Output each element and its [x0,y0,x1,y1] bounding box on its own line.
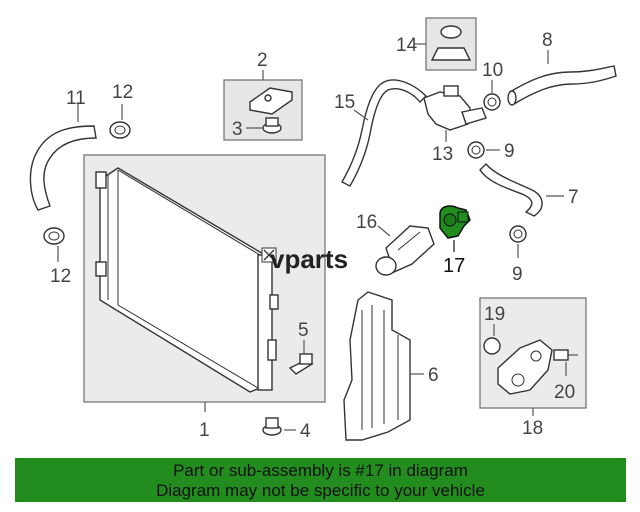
radiator-assembly[interactable] [83,154,326,403]
callout-1: 1 [199,420,210,441]
watermark-text: vparts [270,244,348,274]
callout-15: 15 [334,92,355,113]
callout-4: 4 [300,421,311,442]
callout-3: 3 [232,119,243,140]
water-outlet-housing[interactable] [423,85,487,131]
callout-13: 13 [432,144,453,165]
banner-line-2: Diagram may not be specific to your vehi… [156,481,485,500]
radiator-mount-kit[interactable] [223,79,303,141]
callout-9b: 9 [512,264,523,285]
callout-5: 5 [298,320,309,341]
hose-clamp-lower[interactable] [509,225,527,243]
air-guide-shroud[interactable] [343,291,411,441]
vparts-logo: vparts [261,244,348,274]
callout-12a: 12 [112,82,133,103]
callout-20: 20 [554,382,575,403]
cap-gasket-kit[interactable] [425,17,477,71]
bypass-hose[interactable] [341,79,427,187]
info-banner: Part or sub-assembly is #17 in diagram D… [15,458,626,502]
thermostat-housing[interactable] [375,225,435,276]
callout-14: 14 [396,35,418,56]
upper-radiator-hose[interactable] [507,65,617,106]
callout-19: 19 [484,304,505,325]
callout-17: 17 [443,255,465,277]
callout-6: 6 [428,365,439,386]
radiator-lower-mount[interactable] [262,417,282,436]
lower-radiator-hose[interactable] [29,125,97,211]
callout-16: 16 [356,212,377,233]
callout-18: 18 [522,418,543,439]
hose-clamp-12-upper[interactable] [109,121,131,139]
banner-line-1: Part or sub-assembly is #17 in diagram [173,461,468,480]
callout-10: 10 [482,60,503,81]
callout-8: 8 [542,30,553,51]
callout-12b: 12 [50,266,71,287]
drain-plug[interactable] [288,353,314,375]
hose-clamp-upper[interactable] [467,141,485,159]
callout-11: 11 [66,88,86,109]
hose-clamp-12-lower[interactable] [43,227,65,245]
thermostat-highlighted[interactable] [439,205,471,239]
hose-clamp-10[interactable] [483,93,501,111]
callout-9a: 9 [504,141,515,162]
callout-2: 2 [257,50,268,71]
heater-hose-lower[interactable] [479,162,543,217]
callout-7: 7 [568,187,579,208]
